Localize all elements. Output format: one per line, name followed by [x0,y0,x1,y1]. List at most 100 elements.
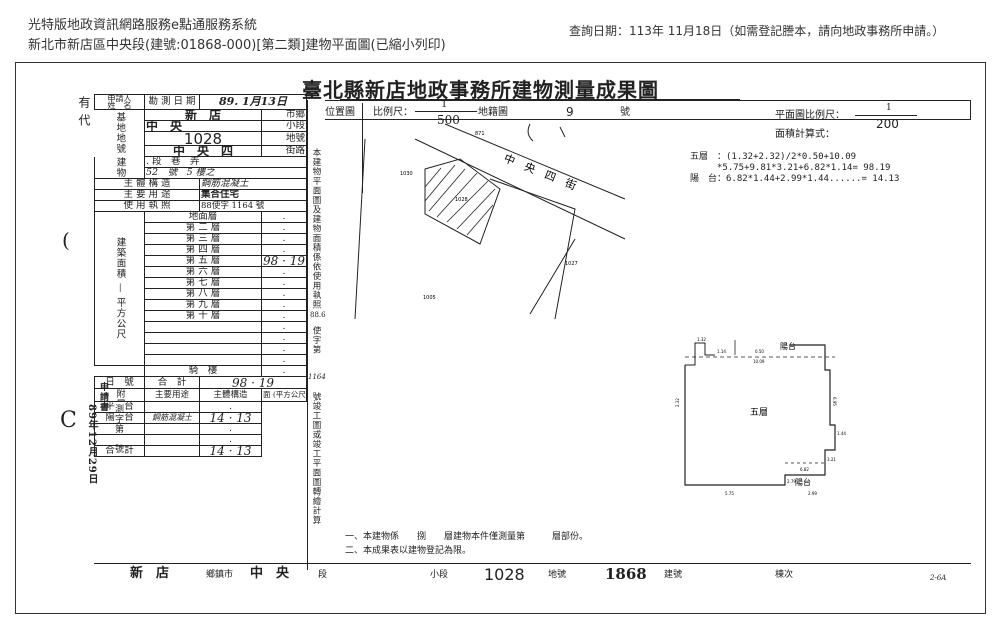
floor-label: 第 十 層 [144,310,262,322]
annex-total-value: 14 · 13 [199,445,262,457]
calc-line: 五層 ：(1.32+2.32)/2*0.50+10.09 [690,152,857,162]
base-district: 新 店 [144,109,262,121]
location-axis [362,103,364,193]
document-frame [15,62,986,614]
plan-balcony-top: 陽台 [780,341,796,351]
service-title: 光特版地政資訊網路服務e點通服務系統 [28,18,257,33]
plot-label: 1027 [565,261,578,267]
punch-mark: ( [62,228,70,252]
base-lot-unit: 地號 [261,131,307,146]
annex-struct [144,434,200,446]
total-label: 合 計 [144,376,200,389]
floor-label: 第 五 層 [144,255,262,267]
floor-area: . [261,233,307,245]
footer-lot: 1028 [484,565,525,584]
annex-area: . [199,423,262,435]
survey-date: 89. 1月13日 [199,94,307,110]
dim-label: 0.50 [755,349,764,354]
footer-district: 新 店 [130,566,170,581]
dim-label: 2.32 [675,398,680,407]
floor-plan: 五層 陽台 陽台 1.32 1.14 10.09 2.32 0.50 6.95 … [675,337,846,496]
area-group-label: 建築面積 — 平方公尺 [94,211,145,366]
application-label: 申請書 [98,382,108,412]
calc-line: *5.75+9.81*3.21+6.82*1.14= 98.19 [690,163,891,173]
floor-area: . [261,266,307,278]
door-row2: . 段 巷 弄 [144,156,307,168]
area-calc-label: 面積計算式： [775,129,835,140]
location-map: 871 1030 1028 1027 1005 中 央 四 街 [354,123,626,319]
annex-struct [144,423,200,435]
floor-label: 地面層 [144,211,262,223]
floor-area: . [261,299,307,311]
application-date: 89年12月29日 [86,404,97,485]
document-title: 臺北縣新店地政事務所建物測量成果圖 [302,78,659,102]
note-1: 一、本建物係 捌 層建物本件僅測量第 層部份。 [345,532,589,542]
floor-label: 第 三 層 [144,233,262,245]
base-lot: 1028 [144,131,262,146]
blank-row [144,354,262,366]
area-calc: 五層 ：(1.32+2.32)/2*0.50+10.09 *5.75+9.81*… [690,152,899,185]
structure-value: 鋼筋混凝土 [199,178,307,190]
door-row3: 52 號 5 樓之 [144,167,307,179]
page-mark: 2-6A [930,574,947,582]
footer-subsection-unit: 小段 [430,570,449,580]
license-value: 88使字 1164 號 [199,200,307,212]
door-street: 中 央 四 [144,145,262,157]
floor-area: 98 · 19 [261,255,307,267]
cadastral-unit: 號 [620,107,630,118]
mid-note-2: 88.6 [310,311,326,319]
note-2: 二、本成果表以建物登記為限。 [345,546,472,556]
annex-header-struct: 主體構造 [199,388,262,402]
plan-scale-num: 1 [886,103,892,113]
location-scale-den: 500 [437,113,460,127]
dim-label: 6.82 [800,467,809,472]
plot-label: 1028 [455,197,468,203]
title-underline [340,99,740,100]
query-date: 查詢日期：113年 11月18日（如需登記謄本，請向地政事務所申請。） [569,24,945,38]
blank-area: . [261,343,307,355]
balcony-value: . [261,365,307,377]
license-label: 使 用 執 照 [94,200,200,212]
floor-label: 第 二 層 [144,222,262,234]
floor-area: . [261,310,307,322]
annex-header-use: 主要用途 [144,388,200,402]
footer-rule [94,563,971,564]
use-label: 主 要 用 途 [94,189,200,201]
blank-row [144,321,262,333]
dim-label: 6.95 [832,397,837,406]
mid-note-5: 號竣工圖或竣工平面圖轉繪計算 [311,392,321,525]
annex-area: . [199,434,262,446]
plan-scale-den: 200 [876,117,899,131]
annex-area: 14 · 13 [199,412,262,424]
building-info-table: 申請人 姓 名 勘 測 日 期 89. 1月13日 基地地號 新 店 市鄉 中 … [94,94,307,457]
annex-area: . [199,401,262,413]
plan-scale-bar [855,115,917,116]
dim-label: 5.75 [725,491,734,496]
footer-building-unit: 建號 [664,570,683,580]
dim-label: 1.32 [697,337,706,342]
floor-label: 第 九 層 [144,299,262,311]
door-group-label: 建物門牌 [94,156,145,179]
annex-header-area: 面 (平方公尺) 積 [261,388,307,402]
plot-label: 1005 [423,295,436,301]
applicant-label: 申請人 姓 名 [94,94,145,110]
blank-area: . [261,332,307,344]
blank-row [144,332,262,344]
plot-label: 871 [475,131,485,137]
footer-building-no: 1868 [605,565,647,583]
dim-label: 2.79 [787,479,796,484]
mid-divider [307,100,308,570]
total-value: 98 · 19 [199,376,307,389]
location-scale-bar [415,111,477,112]
blank-area: . [261,354,307,366]
location-scale-num: 1 [441,99,448,110]
use-value: 集合住宅 [199,189,307,201]
application-number: 測字第 號 [113,404,123,454]
floor-label: 第 四 層 [144,244,262,256]
footer-lot-unit: 地號 [548,570,567,580]
base-group-label: 基地地號 [94,109,145,157]
blank-row [144,343,262,355]
floor-label: 第 六 層 [144,266,262,278]
plan-balcony-bottom: 陽台 [795,477,811,487]
plan-floor-label: 五層 [750,407,768,418]
